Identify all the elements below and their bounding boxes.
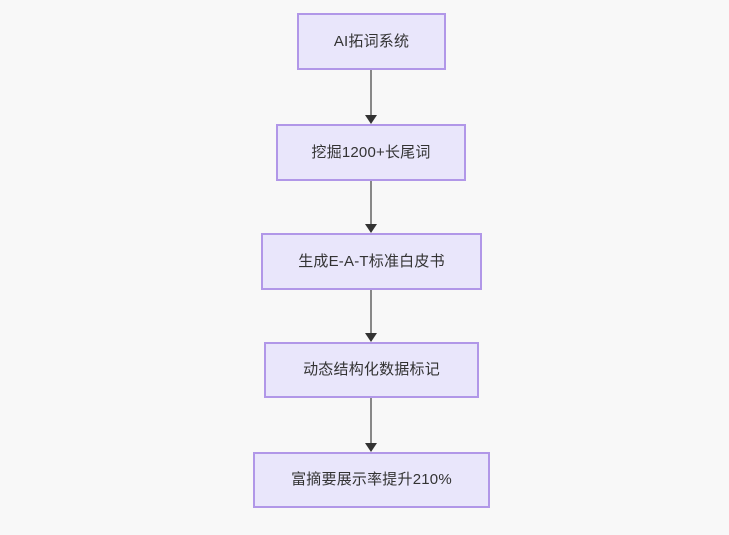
arrowhead-icon	[365, 224, 377, 233]
arrowhead-icon	[365, 333, 377, 342]
flow-node-longtail-keywords[interactable]: 挖掘1200+长尾词	[276, 124, 466, 181]
arrowhead-icon	[365, 443, 377, 452]
flow-node-ai-keyword-system[interactable]: AI拓词系统	[297, 13, 446, 70]
arrowhead-icon	[365, 115, 377, 124]
flow-node-label: 生成E-A-T标准白皮书	[298, 252, 445, 270]
flow-node-structured-data-markup[interactable]: 动态结构化数据标记	[264, 342, 479, 398]
edge-line	[370, 70, 372, 115]
edge-line	[370, 290, 372, 333]
edge-line	[370, 398, 372, 443]
flow-node-label: 富摘要展示率提升210%	[291, 471, 452, 488]
flow-node-eat-whitepaper[interactable]: 生成E-A-T标准白皮书	[261, 233, 482, 290]
flow-node-rich-snippet-result[interactable]: 富摘要展示率提升210%	[253, 452, 490, 508]
edge-line	[370, 181, 372, 224]
flow-node-label: 挖掘1200+长尾词	[311, 143, 431, 161]
flow-node-label: AI拓词系统	[333, 32, 410, 50]
flow-node-label: 动态结构化数据标记	[303, 361, 440, 378]
